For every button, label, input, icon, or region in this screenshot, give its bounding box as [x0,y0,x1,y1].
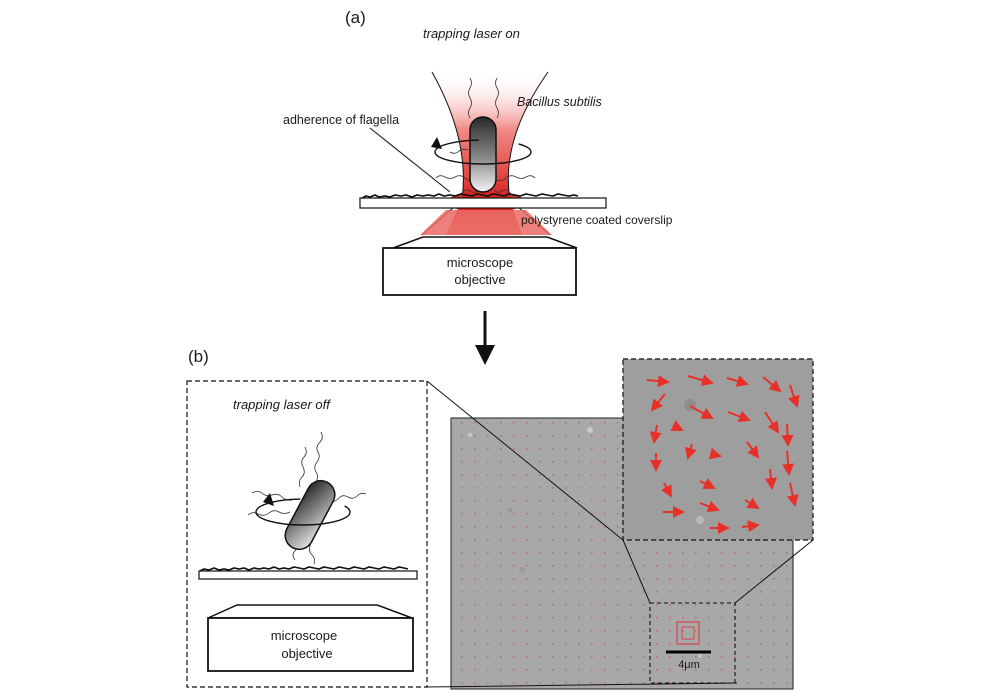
bacterium-free [284,479,336,551]
zoom-line [734,539,814,604]
panel-a: (a) trapping laser on [283,8,673,296]
bacterium-label: Bacillus subtilis [517,95,602,109]
selection-box [649,602,736,684]
flagella-label: adherence of flagella [283,113,399,127]
panel-b-title: trapping laser off [233,397,331,412]
objective-b-line2: objective [281,646,332,661]
panel-b-schematic-frame [186,380,428,688]
inset-zoom [622,358,814,541]
rotation-arrow-icon [431,137,532,165]
coverslip-a [359,193,607,209]
zoom-line [622,539,651,604]
objective-a-line1: microscope [447,255,513,270]
bacterium-trapped [469,116,497,193]
panel-a-label: (a) [345,8,366,27]
coverslip-b [198,566,418,580]
zoom-line [426,682,738,688]
flagella-pointer [369,127,451,193]
objective-b [207,604,414,672]
panel-b: (b) trapping laser off [186,347,814,690]
panel-b-label: (b) [188,347,209,366]
objective-a-line2: objective [454,272,505,287]
coverslip-label: polystyrene coated coverslip [521,213,673,227]
scale-bar-label: 4μm [678,659,700,671]
down-arrow-icon [475,311,495,365]
panel-a-title: trapping laser on [423,26,520,41]
zoom-line [426,380,624,541]
rotation-arrow-icon [255,493,351,526]
velocity-arrows [646,374,800,534]
objective-a [382,236,578,296]
objective-b-line1: microscope [271,628,337,643]
